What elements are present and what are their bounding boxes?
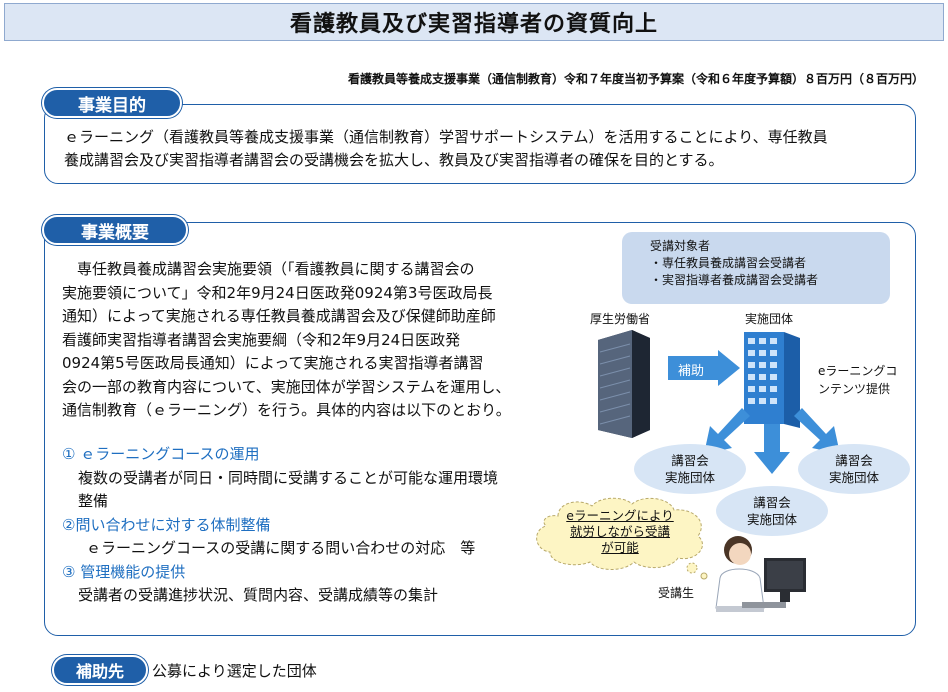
overview-line: 通信制教育（ｅラーニング）を行う。具体的内容は以下のとおり。 <box>62 401 511 419</box>
implementer-building-icon <box>744 332 800 428</box>
budget-line: 看護教員等養成支援事業（通信制教育）令和７年度当初予算案（令和６年度予算額）８百… <box>347 72 924 86</box>
bubble-line: 講習会 <box>671 453 709 468</box>
elearning-label: eラーニングコ ンテンツ提供 <box>818 362 897 398</box>
ministry-label: 厚生労働省 <box>590 312 651 326</box>
item-body: 受講者の受講進捗状況、質問内容、受講成績等の集計 <box>78 586 439 604</box>
overview-label: 事業概要 <box>42 215 188 245</box>
overview-line: 専任教員養成講習会実施要領（「看護教員に関する講習会の <box>62 260 475 278</box>
student-at-computer-icon <box>715 536 806 612</box>
item-body: 整備 <box>78 492 109 510</box>
item-heading: ②問い合わせに対する体制整備 <box>62 515 271 534</box>
overview-line: 会の一部の教育内容について、実施団体が学習システムを運用し、 <box>62 377 511 396</box>
implementer-label: 実施団体 <box>745 312 794 326</box>
distribution-arrows-icon <box>704 408 840 474</box>
thought-cloud-icon <box>536 497 708 580</box>
target-title: 受講対象者 <box>650 239 711 253</box>
student-label: 受講生 <box>658 586 695 600</box>
purpose-section <box>44 104 916 184</box>
title-bar: 看護教員及び実習指導者の資質向上 <box>4 3 944 41</box>
target-item: ・専任教員養成講習会受講者 <box>650 256 807 270</box>
item-heading: ① ｅラーニングコースの運用 <box>62 445 260 463</box>
target-item: ・実習指導者養成講習会受講者 <box>650 273 819 287</box>
overview-line: 看護師実習指導者講習会実施要綱（令和2年9月24日医政発 <box>62 330 461 349</box>
bubble-line: 講習会 <box>835 453 873 468</box>
target-audience-box: 受講対象者 ・専任教員養成講習会受講者 ・実習指導者養成講習会受講者 <box>622 232 890 304</box>
overview-text: 専任教員養成講習会実施要領（「看護教員に関する講習会の 実施要領について」令和2… <box>62 258 562 423</box>
overview-line: 0924第5号医政局長通知）によって実施される実習指導者講習 <box>62 354 484 372</box>
course-bubble-left: 講習会実施団体 <box>634 444 746 494</box>
cloud-text: eラーニングにより 就労しながら受講 が可能 <box>548 508 692 556</box>
subsidy-label: 補助 <box>678 364 705 379</box>
purpose-line: 養成講習会及び実習指導者講習会の受講機会を拡大し、教員及び実習指導者の確保を目的… <box>64 151 724 169</box>
purpose-text: ｅラーニング（看護教員等養成支援事業（通信制教育）学習サポートシステム）を活用す… <box>64 126 904 172</box>
cloud-line: 就労しながら受講 <box>569 524 670 539</box>
page-title: 看護教員及び実習指導者の資質向上 <box>289 12 658 37</box>
item-body: 複数の受講者が同日・同時間に受講することが可能な運用環境 <box>78 468 499 487</box>
item-heading: ③ 管理機能の提供 <box>62 562 186 581</box>
subsidy-arrow-icon <box>668 350 740 386</box>
overview-line: 通知）によって実施される専任教員養成講習会及び保健師助産師 <box>62 307 496 325</box>
overview-items: ① ｅラーニングコースの運用 複数の受講者が同日・同時間に受講することが可能な運… <box>62 443 562 608</box>
cloud-line: eラーニングにより <box>566 508 674 523</box>
course-bubble-right: 講習会実施団体 <box>798 444 910 494</box>
item-body: ｅラーニングコースの受講に関する問い合わせの対応 等 <box>86 539 476 557</box>
cloud-line: が可能 <box>601 540 639 555</box>
recipient-text: 公募により選定した団体 <box>152 662 317 680</box>
ministry-building-icon <box>598 330 650 438</box>
purpose-line: ｅラーニング（看護教員等養成支援事業（通信制教育）学習サポートシステム）を活用す… <box>64 128 828 146</box>
purpose-label: 事業目的 <box>42 88 182 118</box>
course-bubble-center: 講習会実施団体 <box>716 486 828 536</box>
elearning-label-line: ンテンツ提供 <box>818 382 891 396</box>
recipient-label: 補助先 <box>52 655 148 685</box>
overview-line: 実施要領について」令和2年9月24日医政発0924第3号医政局長 <box>62 283 493 302</box>
bubble-line: 実施団体 <box>664 470 715 485</box>
bubble-line: 実施団体 <box>828 470 879 485</box>
bubble-line: 講習会 <box>753 495 791 510</box>
elearning-label-line: eラーニングコ <box>818 364 898 378</box>
bubble-line: 実施団体 <box>746 512 797 527</box>
